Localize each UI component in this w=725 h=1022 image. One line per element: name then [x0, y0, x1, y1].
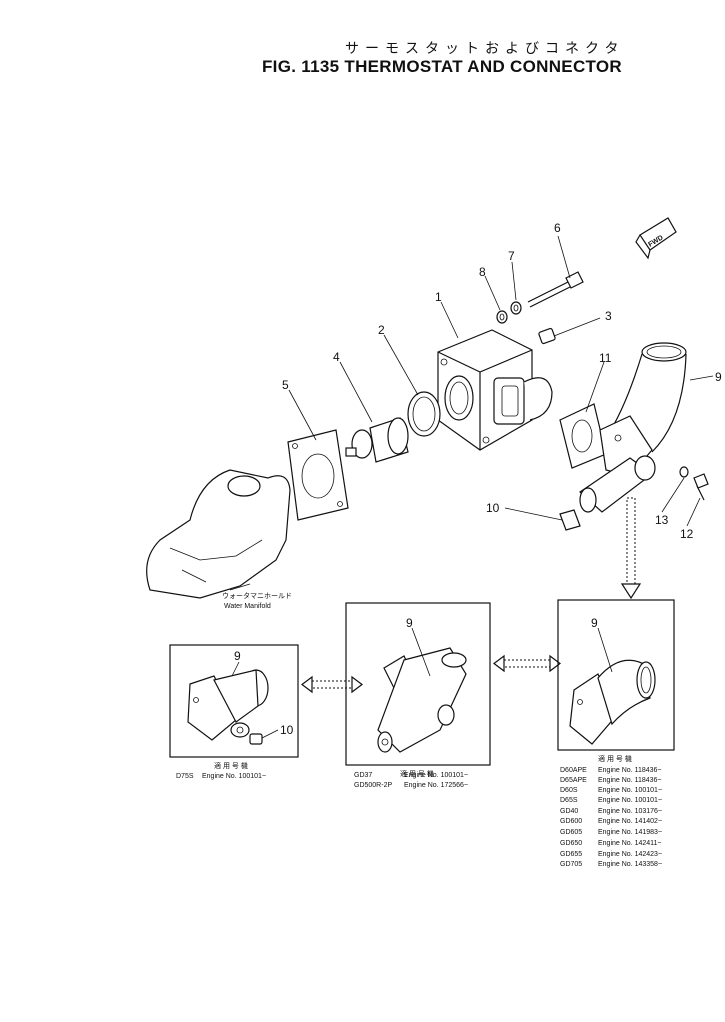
variant-arrow-left [301, 675, 363, 694]
callout-5: 5 [282, 378, 289, 392]
callout-1: 1 [435, 290, 442, 304]
callout-13: 13 [655, 513, 669, 527]
callout-9: 9 [715, 370, 722, 384]
right-callout-9: 9 [591, 616, 598, 630]
svg-text:GD655: GD655 [560, 851, 582, 858]
callout-11: 11 [599, 351, 612, 365]
part-1-thermostat-housing [437, 329, 553, 451]
callout-4: 4 [333, 350, 340, 364]
main-callouts: 1 2 3 4 5 6 7 8 9 10 11 12 13 [282, 221, 722, 541]
part-5-gasket [287, 429, 349, 521]
svg-text:GD600: GD600 [560, 818, 582, 825]
svg-text:Engine No. 118436~: Engine No. 118436~ [598, 767, 662, 774]
variant-arrow-down [620, 497, 642, 600]
middle-callout-9: 9 [406, 616, 413, 630]
part-8-washer [496, 310, 508, 324]
variant-panel-middle: 9 [345, 602, 491, 766]
variant-panel-right: 9 [557, 599, 675, 751]
leader-lines [288, 235, 714, 527]
middle-row-1-model: GD500R-2P [354, 782, 392, 789]
right-applicability-table: 適 用 号 機 D60APE Engine No. 118436~ D65APE… [560, 754, 662, 868]
left-callout-10: 10 [280, 723, 294, 737]
part-12-bolt [693, 473, 709, 501]
left-callout-9: 9 [234, 649, 241, 663]
svg-text:D60APE: D60APE [560, 767, 587, 774]
svg-text:GD705: GD705 [560, 861, 582, 868]
svg-text:Engine No. 141983~: Engine No. 141983~ [598, 829, 662, 836]
svg-text:Engine No. 100101~: Engine No. 100101~ [598, 787, 662, 794]
part-2-seal-ring [407, 391, 441, 437]
callout-3: 3 [605, 309, 612, 323]
svg-text:D65S: D65S [560, 797, 578, 804]
left-row-0-engine: Engine No. 100101~ [202, 773, 266, 780]
svg-text:適 用 号 機: 適 用 号 機 [598, 754, 632, 763]
water-manifold-illustration [146, 469, 291, 599]
manifold-label-english: Water Manifold [224, 603, 271, 610]
callout-6: 6 [554, 221, 561, 235]
callout-12: 12 [680, 527, 694, 541]
part-3-plug [538, 327, 556, 345]
part-11-gasket [559, 403, 607, 469]
left-applicability-header: 適 用 号 機 [214, 761, 248, 770]
middle-row-1-engine: Engine No. 172566~ [404, 782, 468, 789]
variant-panel-left: 9 10 [169, 644, 299, 758]
svg-text:GD650: GD650 [560, 840, 582, 847]
manifold-label-japanese: ウォータマニホールド [222, 591, 292, 600]
svg-text:Engine No. 103176~: Engine No. 103176~ [598, 808, 662, 815]
callout-8: 8 [479, 265, 486, 279]
svg-text:Engine No. 100101~: Engine No. 100101~ [598, 797, 662, 804]
svg-text:Engine No. 142411~: Engine No. 142411~ [598, 840, 662, 847]
fwd-direction-badge: FWD [635, 217, 677, 260]
middle-row-0-model: GD37 [354, 772, 372, 779]
part-7-washer [510, 301, 522, 315]
svg-text:D65APE: D65APE [560, 777, 587, 784]
part-6-bolt [527, 271, 584, 308]
part-13-washer [679, 466, 689, 478]
middle-row-0-engine: Engine No. 100101~ [404, 772, 468, 779]
svg-text:GD40: GD40 [560, 808, 578, 815]
part-10-plug [559, 509, 581, 531]
part-4-thermostat [345, 417, 409, 463]
left-row-0-model: D75S [176, 773, 194, 780]
callout-10: 10 [486, 501, 500, 515]
variant-arrow-right [493, 654, 561, 673]
svg-text:D60S: D60S [560, 787, 578, 794]
svg-text:GD605: GD605 [560, 829, 582, 836]
part-9-connector [579, 342, 687, 513]
svg-text:Engine No. 143358~: Engine No. 143358~ [598, 861, 662, 868]
svg-text:Engine No. 142423~: Engine No. 142423~ [598, 851, 662, 858]
callout-7: 7 [508, 249, 515, 263]
title-japanese: サーモスタットおよびコネクタ [345, 41, 625, 57]
callout-2: 2 [378, 323, 385, 337]
middle-applicability-header: 適 用 号 機 [400, 769, 434, 778]
svg-text:Engine No. 118436~: Engine No. 118436~ [598, 777, 662, 784]
svg-text:Engine No. 141402~: Engine No. 141402~ [598, 818, 662, 825]
page-title: FIG. 1135 THERMOSTAT AND CONNECTOR [262, 57, 622, 76]
